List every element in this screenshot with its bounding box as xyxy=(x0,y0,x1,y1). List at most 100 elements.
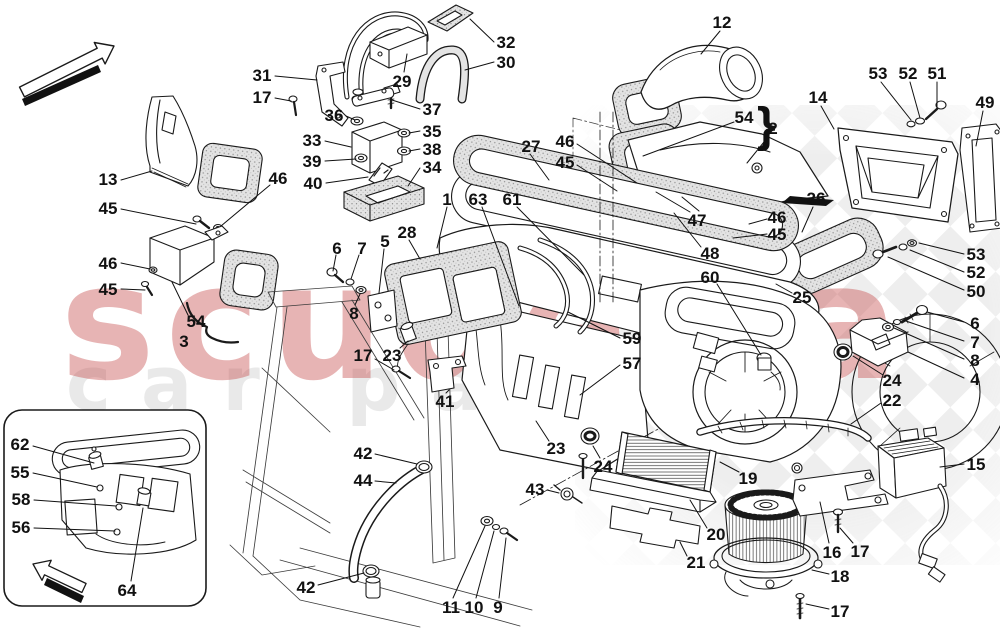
callout-53-23: 53 xyxy=(869,64,888,83)
leader-line-7 xyxy=(350,254,360,280)
leader-line-55 xyxy=(32,472,98,488)
leader-line-23 xyxy=(399,340,409,349)
callout-46-29: 46 xyxy=(556,132,575,151)
leader-line-6 xyxy=(926,311,965,323)
leader-line-53 xyxy=(880,81,912,121)
duct-13 xyxy=(145,95,263,233)
leader-line-31 xyxy=(274,75,318,81)
blower-housing-right xyxy=(480,280,1000,542)
leader-line-52 xyxy=(909,81,921,119)
leader-line-48 xyxy=(673,212,702,248)
leader-line-23 xyxy=(535,420,550,442)
leader-line-4 xyxy=(907,351,965,379)
leader-line-2 xyxy=(746,136,769,164)
leader-line-62 xyxy=(32,445,95,464)
callout-40-13: 40 xyxy=(304,174,323,193)
callout-8-54: 8 xyxy=(349,304,358,323)
leader-line-60 xyxy=(716,283,762,356)
leader-line-63 xyxy=(481,206,520,307)
leader-line-37 xyxy=(391,99,421,110)
leader-line-7 xyxy=(902,319,965,342)
leader-line-53 xyxy=(918,242,965,255)
leader-line-49 xyxy=(975,110,984,147)
leader-line-42 xyxy=(317,572,365,586)
leader-line-24 xyxy=(592,445,601,459)
callout-35-17: 35 xyxy=(423,122,442,141)
callout-46-6: 46 xyxy=(269,169,288,188)
leader-line-27 xyxy=(529,153,550,181)
callout-54-21: 54 xyxy=(735,108,754,127)
leader-line-8 xyxy=(354,293,361,306)
callout-7-53: 7 xyxy=(357,239,366,258)
callout-45-3: 45 xyxy=(99,280,118,299)
leader-line-14 xyxy=(820,105,835,130)
callout-63-32: 63 xyxy=(469,190,488,209)
callout-20-70: 20 xyxy=(707,525,726,544)
callout-48-38: 48 xyxy=(701,244,720,263)
leader-line-28 xyxy=(408,239,421,260)
direction-arrow-top-left xyxy=(18,41,115,106)
bracket-4 xyxy=(833,239,929,367)
leader-line-29 xyxy=(403,53,408,73)
callout-59-58: 59 xyxy=(623,329,642,348)
callout-45-30: 45 xyxy=(556,153,575,172)
leader-line-45 xyxy=(120,208,197,225)
leader-line-44 xyxy=(374,480,397,484)
callout-1-31: 1 xyxy=(442,190,451,209)
callout-47-36: 47 xyxy=(688,211,707,230)
callout-32-14: 32 xyxy=(497,33,516,52)
callout-38-18: 38 xyxy=(423,140,442,159)
callout-58-79: 58 xyxy=(12,490,31,509)
callout-64-81: 64 xyxy=(118,581,137,600)
callout-45-1: 45 xyxy=(99,199,118,218)
leader-line-35 xyxy=(408,130,421,134)
leader-line-47 xyxy=(681,196,700,212)
callout-56-80: 56 xyxy=(12,518,31,537)
pipe-assembly xyxy=(288,4,474,222)
leader-line-58 xyxy=(33,499,117,507)
leader-line-36 xyxy=(345,115,356,121)
leader-line-50 xyxy=(887,256,965,291)
leader-line-54 xyxy=(171,281,189,316)
callout-27-28: 27 xyxy=(522,137,541,156)
leader-line-40 xyxy=(325,176,369,184)
leader-line-18 xyxy=(811,569,830,575)
callout-49-27: 49 xyxy=(976,93,995,112)
callout-6-44: 6 xyxy=(970,314,979,333)
leader-line-8 xyxy=(893,327,965,360)
callout-37-16: 37 xyxy=(423,100,442,119)
callout-13-0: 13 xyxy=(99,170,118,189)
callout-30-15: 30 xyxy=(497,53,516,72)
callout-28-50: 28 xyxy=(398,223,417,242)
leader-line-17 xyxy=(805,603,830,610)
callout-29-9: 29 xyxy=(393,72,412,91)
callout-23-56: 23 xyxy=(383,346,402,365)
callout-31-7: 31 xyxy=(253,66,272,85)
callout-3-5: 3 xyxy=(179,332,188,351)
callout-54-4: 54 xyxy=(187,312,206,331)
callout-46-2: 46 xyxy=(99,254,118,273)
leader-line-21 xyxy=(679,541,688,557)
callout-42-63: 42 xyxy=(354,444,373,463)
callout-17-55: 17 xyxy=(354,346,373,365)
duct-3-assembly xyxy=(140,225,279,344)
callout-39-12: 39 xyxy=(303,152,322,171)
inset-detail-box xyxy=(3,409,207,607)
callout-10-67: 10 xyxy=(465,598,484,617)
chassis-frame xyxy=(229,285,533,628)
callout-5-51: 5 xyxy=(380,232,389,251)
brace-0: } xyxy=(757,99,776,152)
callout-51-25: 51 xyxy=(928,64,947,83)
callout-12-20: 12 xyxy=(713,13,732,32)
leader-line-38 xyxy=(408,148,421,152)
callout-26-37: 26 xyxy=(807,189,826,208)
callout-43-62: 43 xyxy=(526,480,545,499)
callout-61-33: 61 xyxy=(503,190,522,209)
callout-24-48: 24 xyxy=(883,371,902,390)
callout-22-49: 22 xyxy=(883,391,902,410)
leader-line-64 xyxy=(130,507,144,582)
leader-line-22 xyxy=(850,402,882,425)
callout-44-64: 44 xyxy=(354,471,373,490)
callout-21-71: 21 xyxy=(687,553,706,572)
